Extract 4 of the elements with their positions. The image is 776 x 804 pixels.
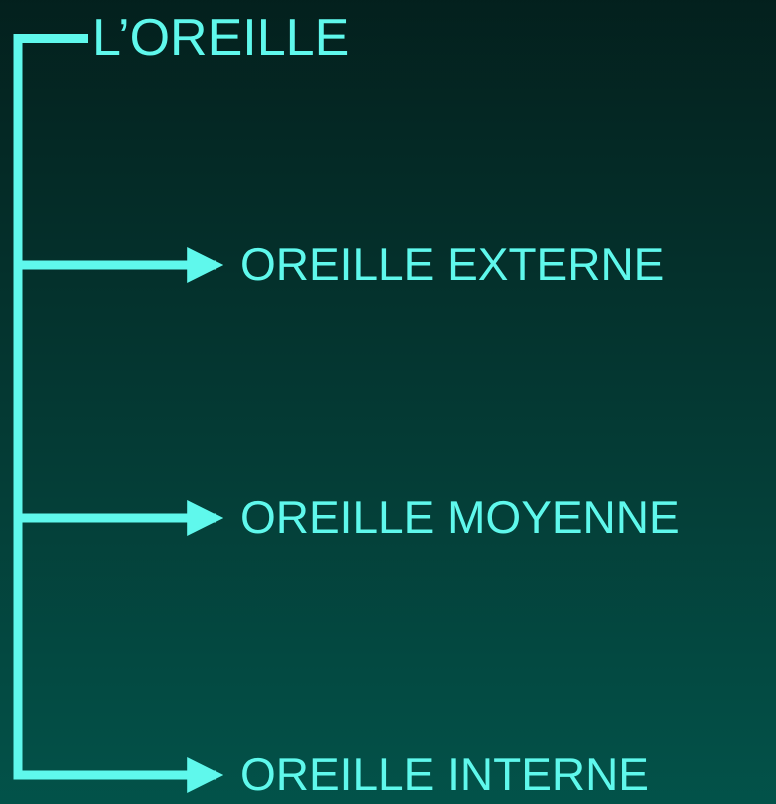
branch-text: OREILLE MOYENNE	[240, 489, 680, 546]
branch-text: OREILLE EXTERNE	[240, 236, 664, 294]
branch-text: OREILLE INTERNE	[240, 746, 649, 804]
heading-text: L’OREILLE	[92, 6, 350, 71]
